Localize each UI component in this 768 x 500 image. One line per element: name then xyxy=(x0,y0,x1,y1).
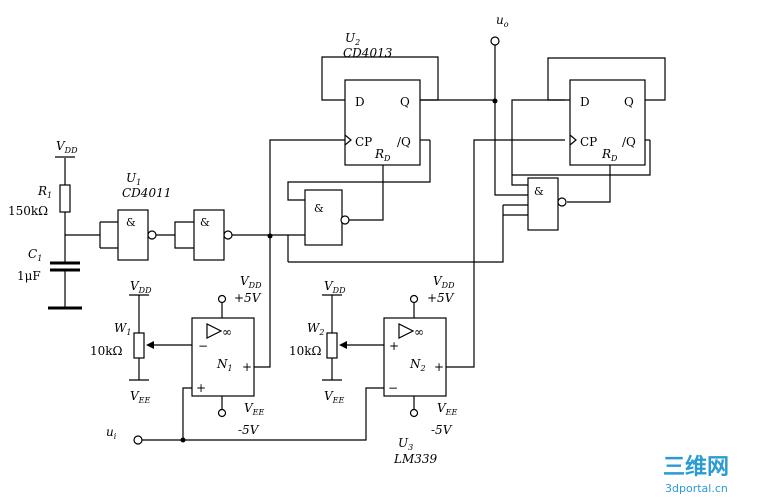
ff2-rd-pin: RD xyxy=(601,147,618,163)
comparator-n1: ∞ − + + N1 xyxy=(191,317,255,397)
w2-ref-label: W2 xyxy=(307,321,324,337)
ff2-q-pin: Q xyxy=(624,95,634,109)
u2-q-pin: Q xyxy=(400,95,410,109)
u2-ref-label: U2 xyxy=(345,31,360,47)
w2-vee-label: VEE xyxy=(324,389,345,405)
n2-minus5: -5V xyxy=(431,423,453,437)
n1-label: N1 xyxy=(216,357,233,373)
ff2-d-pin: D xyxy=(580,95,590,109)
r1-ref-label: R1 xyxy=(37,184,52,200)
w2-potentiometer xyxy=(326,332,338,359)
u2-d-pin: D xyxy=(355,95,365,109)
n2-label: N2 xyxy=(409,357,426,373)
w1-value: 10kΩ xyxy=(90,344,123,358)
n2-plus-right: + xyxy=(434,360,444,374)
w2-value: 10kΩ xyxy=(289,344,322,358)
n1-plus5: +5V xyxy=(234,291,262,305)
gate-middle-symbol: & xyxy=(314,202,324,215)
r1-vdd-label: VDD xyxy=(56,139,78,155)
ui-terminal xyxy=(133,435,143,445)
comparator-n2: ∞ + + − N2 xyxy=(383,317,447,397)
n2-vee-label: VEE xyxy=(437,401,458,417)
u3-part-label: LM339 xyxy=(393,452,438,466)
w1-potentiometer xyxy=(133,332,145,359)
w1-ref-label: W1 xyxy=(114,321,131,337)
n1-vdd-label: VDD xyxy=(240,274,262,290)
w1-vdd-label: VDD xyxy=(130,279,152,295)
ui-label: ui xyxy=(106,425,117,441)
u2-rd-pin: RD xyxy=(374,147,391,163)
n1-vee-label: VEE xyxy=(244,401,265,417)
n2-plus-left: + xyxy=(389,339,399,353)
w2-vdd-label: VDD xyxy=(324,279,346,295)
n2-infinity: ∞ xyxy=(414,325,424,339)
n2-vdd-label: VDD xyxy=(433,274,455,290)
c1-value: 1μF xyxy=(17,269,41,283)
nand-gate-1: & xyxy=(117,209,157,261)
nand-gate-middle: & xyxy=(304,189,350,246)
u2-cp-pin: CP xyxy=(355,135,372,149)
n1-minus5: -5V xyxy=(238,423,260,437)
c1-ref-label: C1 xyxy=(28,247,42,263)
uo-terminal xyxy=(490,36,500,46)
flipflop-right: D Q CP /Q RD xyxy=(569,79,646,166)
u1-part-label: CD4011 xyxy=(122,186,171,200)
gate-right-symbol: & xyxy=(534,185,544,198)
n1-plus-right: + xyxy=(242,360,252,374)
u3-ref-label: U3 xyxy=(398,436,413,452)
watermark-logo: 三维网 3dportal.cn xyxy=(663,454,729,495)
n1-plus-left: + xyxy=(196,381,206,395)
w1-vee-label: VEE xyxy=(130,389,151,405)
nand-gate-right: & xyxy=(527,177,567,231)
gate2b-symbol: & xyxy=(200,216,210,229)
r1-resistor xyxy=(59,184,71,213)
n1-infinity: ∞ xyxy=(222,325,232,339)
r1-value: 150kΩ xyxy=(8,204,48,218)
ff2-qbar-pin: /Q xyxy=(622,135,636,149)
n2-plus5: +5V xyxy=(427,291,455,305)
u2-qbar-pin: /Q xyxy=(397,135,411,149)
flipflop-u2: D Q CP /Q RD xyxy=(344,79,421,166)
watermark-site: 3dportal.cn xyxy=(665,482,728,495)
gate1-symbol: & xyxy=(126,216,136,229)
u1-ref-label: U1 xyxy=(126,171,141,187)
n2-minus: − xyxy=(388,381,398,395)
n1-minus: − xyxy=(198,339,208,353)
nand-gate-2b: & xyxy=(193,209,233,261)
u2-part-label: CD4013 xyxy=(343,46,393,60)
uo-label: uo xyxy=(496,13,509,29)
watermark-brand: 三维网 xyxy=(663,454,729,480)
ff2-cp-pin: CP xyxy=(580,135,597,149)
